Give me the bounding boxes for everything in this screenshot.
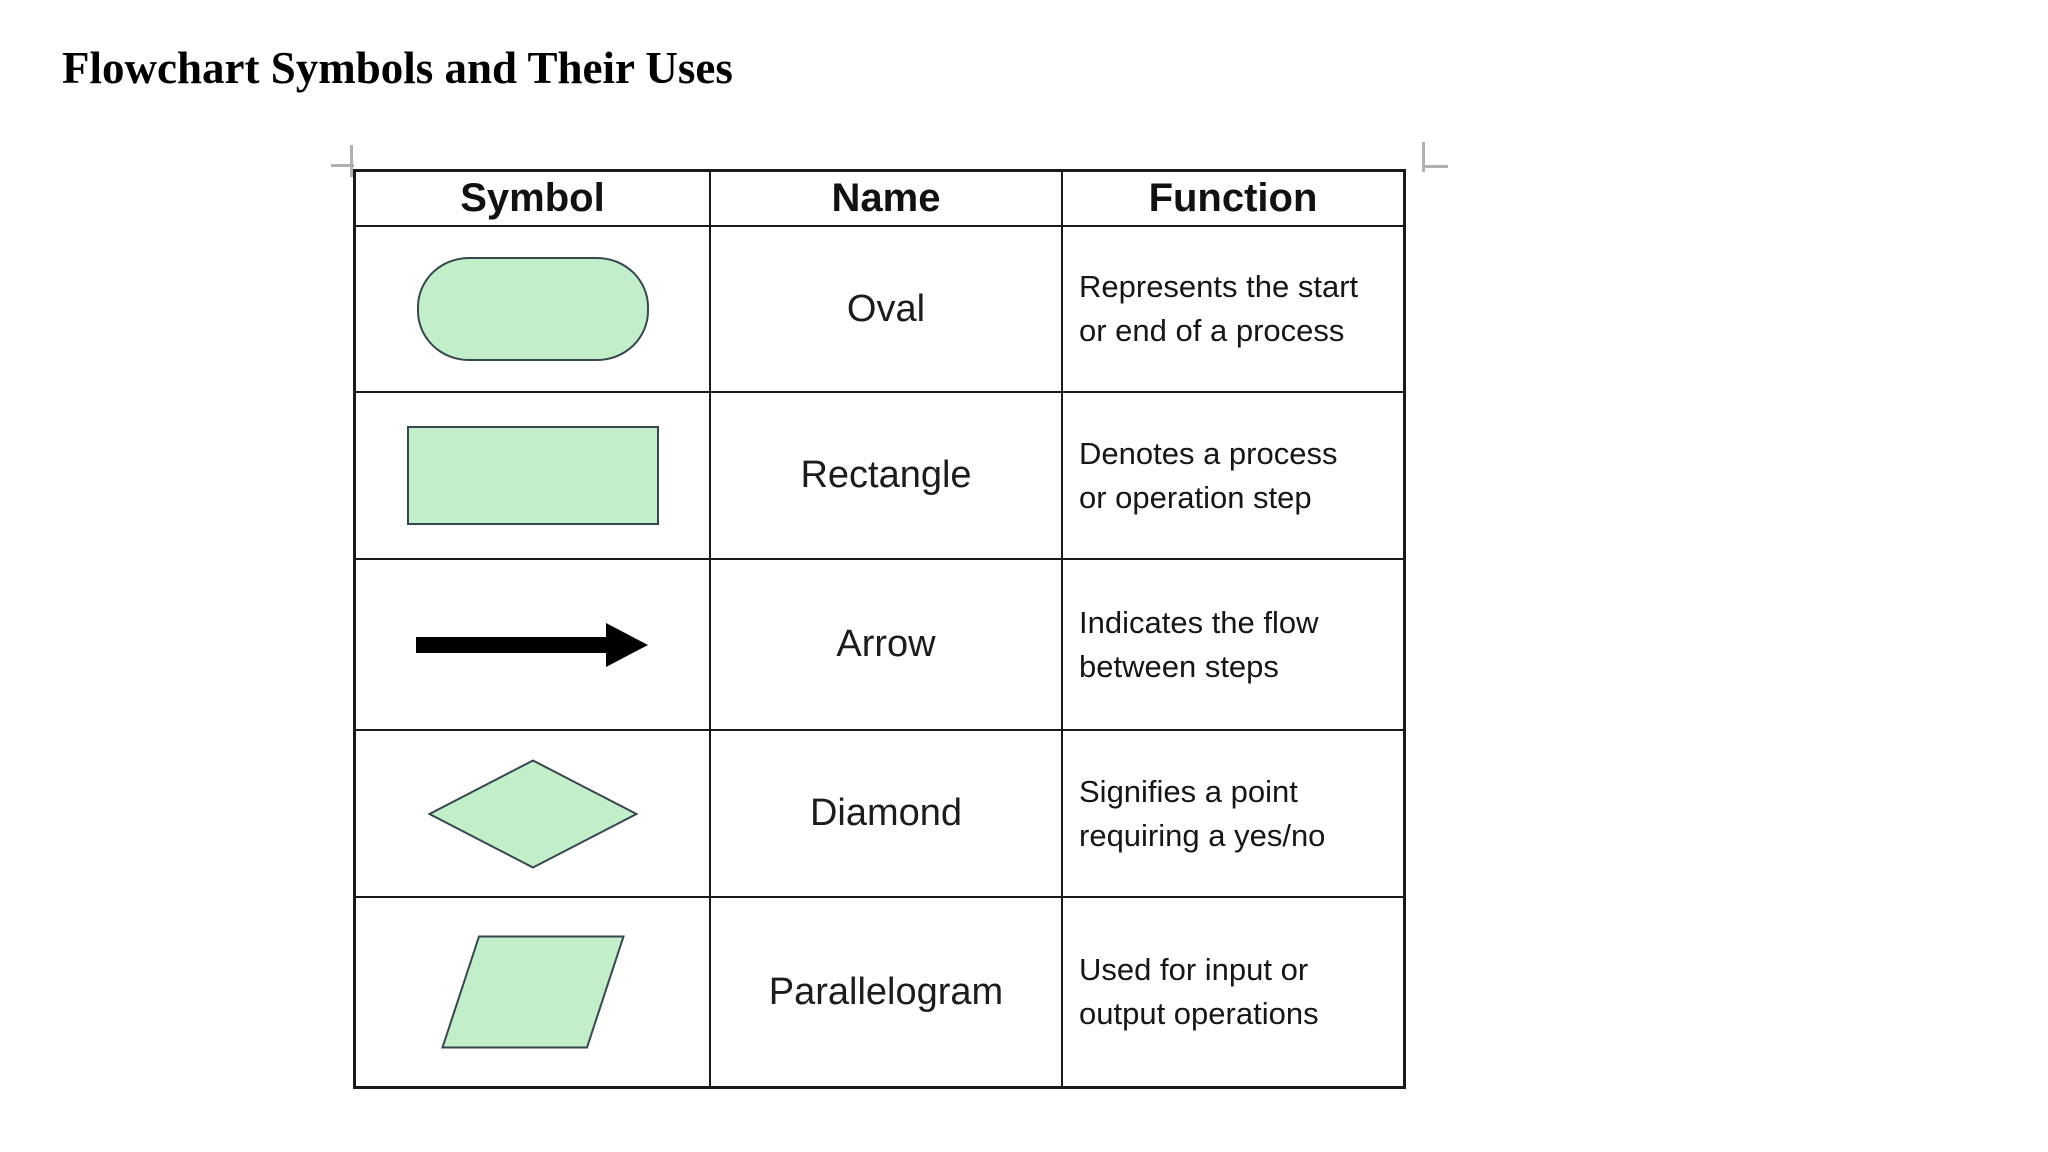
column-header-function: Function	[1063, 172, 1403, 227]
arrow-shape-icon	[416, 622, 648, 667]
function-line: or operation step	[1079, 479, 1312, 515]
symbol-name: Oval	[711, 227, 1063, 393]
symbol-name: Diamond	[711, 731, 1063, 898]
table-row	[356, 227, 711, 393]
function-line: Represents the start	[1079, 269, 1359, 304]
table-row	[356, 898, 711, 1086]
function-line: between steps	[1079, 648, 1279, 684]
symbol-function: Signifies a point requiring a yes/no	[1063, 731, 1403, 898]
parallelogram-shape-icon	[440, 935, 625, 1049]
oval-shape-icon	[416, 257, 649, 361]
function-line: output operations	[1079, 996, 1319, 1031]
symbol-function: Denotes a process or operation step	[1063, 393, 1403, 560]
table-guide-mark-left	[331, 164, 354, 167]
table-row	[356, 731, 711, 898]
function-line: Used for input or	[1079, 952, 1309, 987]
function-line: Indicates the flow	[1079, 604, 1319, 640]
symbol-function: Represents the start or end of a process	[1063, 227, 1403, 393]
column-header-symbol: Symbol	[356, 172, 711, 227]
table-guide-mark-right	[1423, 165, 1448, 168]
symbol-function: Indicates the flow between steps	[1063, 560, 1403, 731]
symbol-name: Parallelogram	[711, 898, 1063, 1086]
page-title: Flowchart Symbols and Their Uses	[62, 43, 733, 93]
function-line: Signifies a point	[1079, 773, 1298, 809]
table-guide-mark-left	[350, 145, 353, 177]
function-line: Denotes a process	[1079, 435, 1338, 471]
symbol-name: Arrow	[711, 560, 1063, 731]
symbol-name: Rectangle	[711, 393, 1063, 560]
flowchart-symbols-table: Symbol Name Function Oval Represents the…	[353, 169, 1406, 1089]
rectangle-shape-icon	[406, 426, 659, 525]
column-header-name: Name	[711, 172, 1063, 227]
function-line: or end of a process	[1079, 313, 1345, 348]
table-row	[356, 393, 711, 560]
table-guide-mark-right	[1422, 142, 1425, 172]
function-line: requiring a yes/no	[1079, 817, 1326, 853]
diamond-shape-icon	[427, 758, 638, 869]
table-row	[356, 560, 711, 731]
symbol-function: Used for input or output operations	[1063, 898, 1403, 1086]
